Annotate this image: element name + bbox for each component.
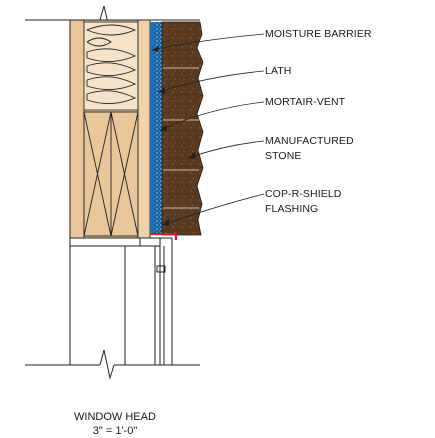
lath-layer <box>154 22 162 235</box>
leader-arrowheads <box>152 46 195 226</box>
callout-lath-label: LATH <box>265 65 292 77</box>
callout-lath: LATH <box>265 64 291 79</box>
callout-manufactured-stone: MANUFACTURED STONE <box>265 134 354 164</box>
leader-mortar-vent <box>159 101 265 131</box>
window-unit <box>69 237 173 365</box>
detail-name: WINDOW HEAD <box>74 411 156 423</box>
bottom-break-line <box>25 349 200 380</box>
leader-moisture-barrier <box>151 33 265 51</box>
wall-sheathing <box>137 19 151 239</box>
callout-manufactured-stone-line1: MANUFACTURED <box>265 135 354 147</box>
cop-r-shield-flashing <box>150 232 178 240</box>
callout-mortar-vent: MORTAIR-VENT <box>265 95 345 110</box>
callout-flashing: COP-R-SHIELD FLASHING <box>265 187 341 217</box>
detail-scale: 3" = 1'-0" <box>92 425 138 437</box>
callout-manufactured-stone-line2: STONE <box>265 150 302 162</box>
callout-flashing-line2: FLASHING <box>265 203 319 215</box>
manufactured-stone-veneer <box>161 21 204 236</box>
detail-title: WINDOW HEAD 3" = 1'-0" <box>0 410 230 438</box>
window-header-beam <box>83 111 139 237</box>
stone-mortar-joints <box>163 67 199 209</box>
moisture-barrier-layer <box>150 22 154 235</box>
callout-moisture-barrier-label: MOISTURE BARRIER <box>265 28 372 40</box>
leader-flashing <box>161 193 265 226</box>
batt-insulation <box>83 21 139 111</box>
callout-moisture-barrier: MOISTURE BARRIER <box>265 27 372 42</box>
callout-flashing-line1: COP-R-SHIELD <box>265 188 342 200</box>
callout-mortar-vent-label: MORTAIR-VENT <box>265 96 346 108</box>
leader-lath <box>157 70 265 93</box>
